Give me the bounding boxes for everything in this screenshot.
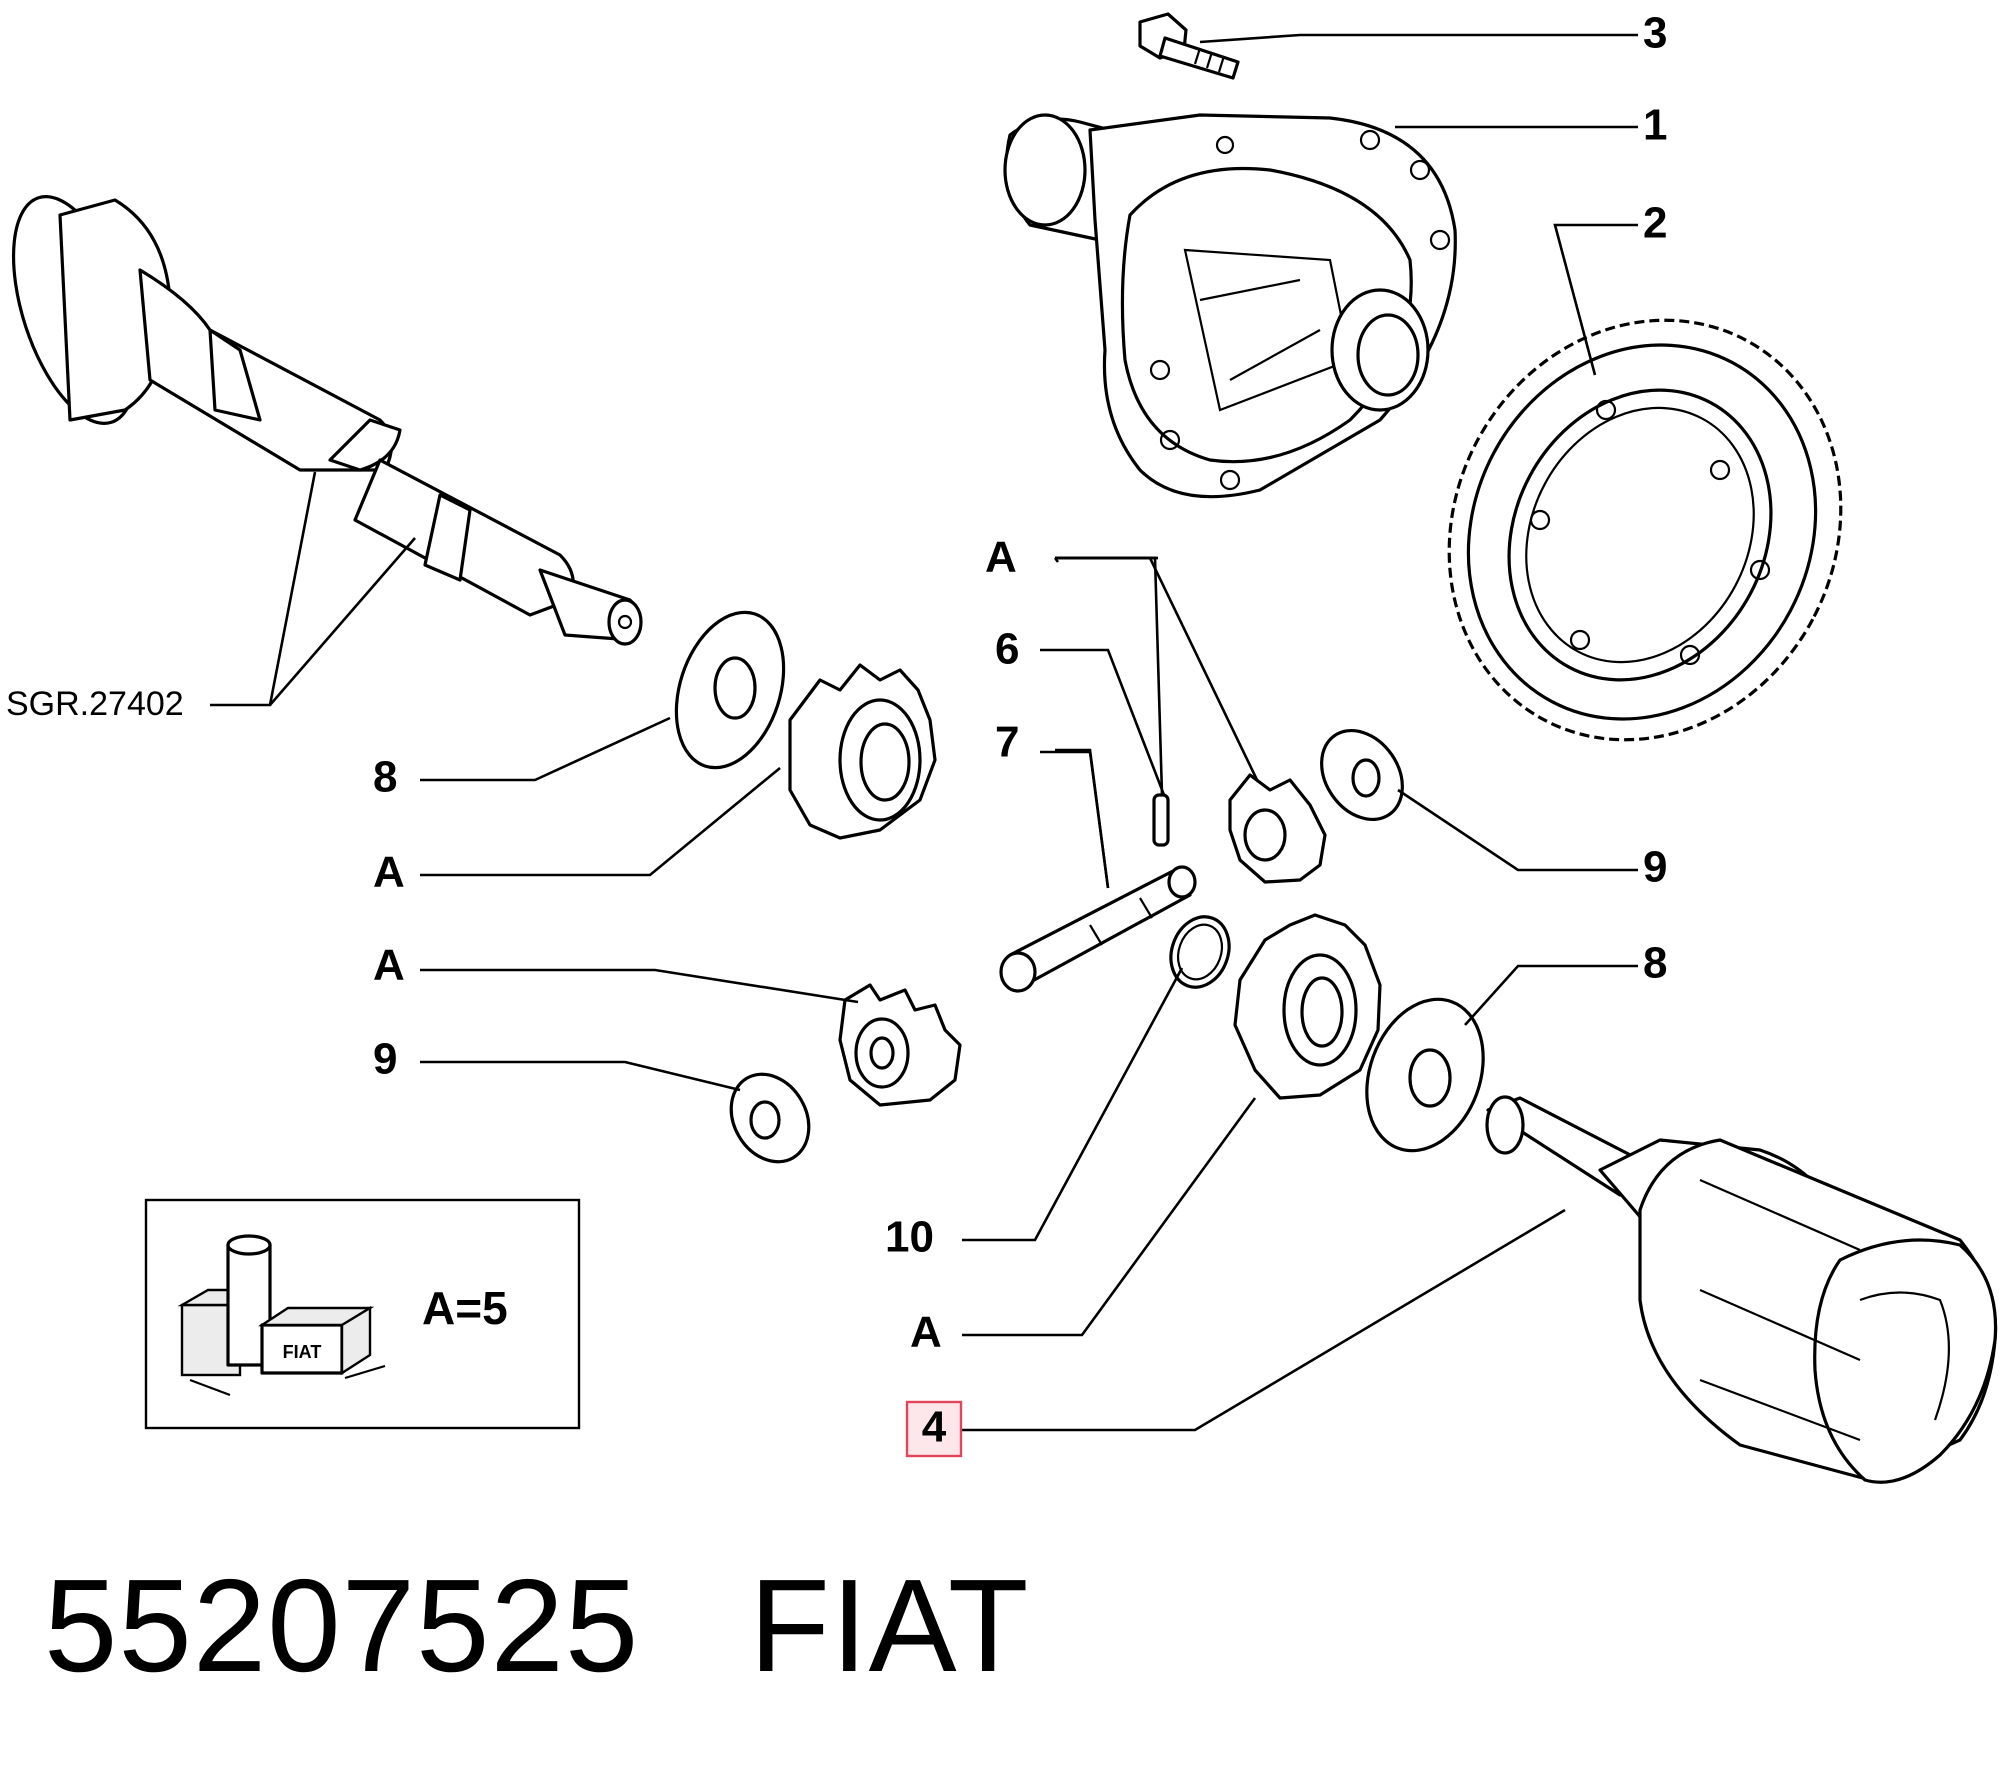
fiat-parts-box-icon: FIAT <box>177 1234 386 1397</box>
pinion-gear-a-left <box>838 983 962 1107</box>
callout-10: 10 <box>885 1213 934 1262</box>
bolt-part-3 <box>1138 12 1240 80</box>
callout-1: 1 <box>1643 101 1667 150</box>
pinion-shaft-part-7 <box>999 865 1197 993</box>
callout-3: 3 <box>1643 9 1667 58</box>
output-shaft-sgr <box>11 195 643 646</box>
snap-ring-part-10 <box>1169 915 1231 989</box>
differential-housing-part-1 <box>1003 113 1457 499</box>
callout-a-left-1: A <box>373 848 405 897</box>
side-gear-a-left <box>788 663 937 840</box>
callout-sgr-reference: SGR.27402 <box>6 685 184 723</box>
callout-7: 7 <box>995 718 1019 767</box>
washer-part-9-left <box>729 1072 811 1164</box>
callout-a-bottom: A <box>910 1308 942 1357</box>
ring-gear-part-2 <box>1447 318 1843 742</box>
callout-8-right: 8 <box>1643 939 1667 988</box>
fiat-box-logo: FIAT <box>283 1342 322 1362</box>
leader-lines <box>210 33 1638 1432</box>
washer-part-9-right <box>1320 728 1404 822</box>
part-number: 55207525 <box>44 1552 640 1699</box>
kit-legend-box: FIAT A=5 <box>144 1198 581 1430</box>
callout-4-highlighted[interactable]: 4 <box>922 1403 947 1452</box>
pin-part-6 <box>1152 793 1170 847</box>
side-gear-a-bottom <box>1233 913 1382 1100</box>
callout-9-right: 9 <box>1643 843 1667 892</box>
callout-a-left-2: A <box>373 941 405 990</box>
pinion-gear-a-top <box>1228 773 1327 884</box>
washer-part-8-right <box>1365 997 1485 1153</box>
highlighted-callout-box <box>905 1400 963 1458</box>
callout-2: 2 <box>1643 199 1667 248</box>
callout-labels: 3 1 2 SGR.27402 A 6 7 8 A A 9 9 8 10 A 4 <box>6 9 1667 1458</box>
drive-joint-part-4 <box>1485 1095 1998 1484</box>
callout-9-left: 9 <box>373 1035 397 1084</box>
callout-8-left: 8 <box>373 753 397 802</box>
callout-a-top: A <box>985 533 1017 582</box>
washer-part-8-left <box>674 610 786 770</box>
callout-6: 6 <box>995 625 1019 674</box>
kit-quantity-label: A=5 <box>422 1282 508 1334</box>
brand-name: FIAT <box>749 1552 1030 1699</box>
